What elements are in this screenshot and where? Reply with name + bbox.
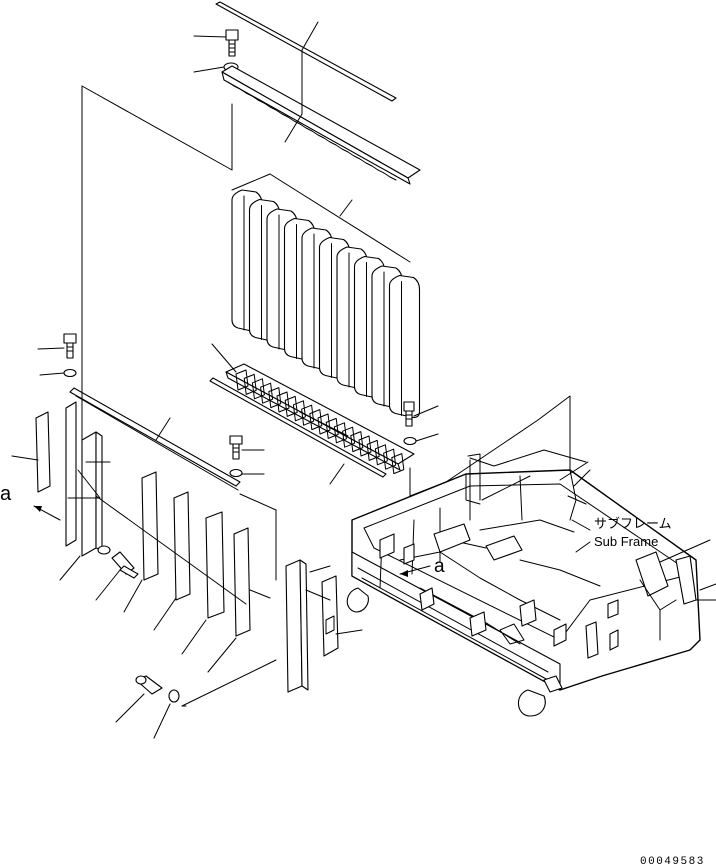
bolt-mid-right [403, 401, 439, 446]
short-seal-set-mid [141, 471, 251, 637]
top-seal-plate [221, 65, 421, 185]
bolt-top [225, 29, 239, 57]
seal-set-leader [231, 173, 411, 263]
bottom-seal-plate [209, 363, 415, 478]
drawing-number: 00049583 [640, 856, 705, 865]
view-label-a: a [0, 483, 12, 505]
vertical-seal-set [231, 189, 421, 419]
right-bracket [285, 559, 339, 693]
vertical-seal-10 [388, 274, 421, 419]
left-long-rod [69, 387, 241, 487]
left-bracket [65, 401, 111, 557]
bolt-center [229, 435, 265, 478]
sub-frame-label-jp: サブフレーム [594, 516, 672, 531]
view-arrow-a: a [0, 483, 61, 521]
mid-bolt [111, 551, 139, 579]
sub-frame-label: サブフレーム Sub Frame [571, 516, 672, 553]
bolt-left [37, 333, 77, 378]
lower-bolt [135, 675, 180, 703]
top-rod [215, 1, 397, 102]
assembly-guide-lines [81, 85, 571, 581]
sub-frame-label-en: Sub Frame [594, 534, 658, 549]
top-rail-assembly [193, 1, 421, 185]
short-seal-left [35, 411, 51, 493]
sub-frame: a [346, 449, 716, 717]
frame-view-label-a: a [434, 556, 445, 577]
